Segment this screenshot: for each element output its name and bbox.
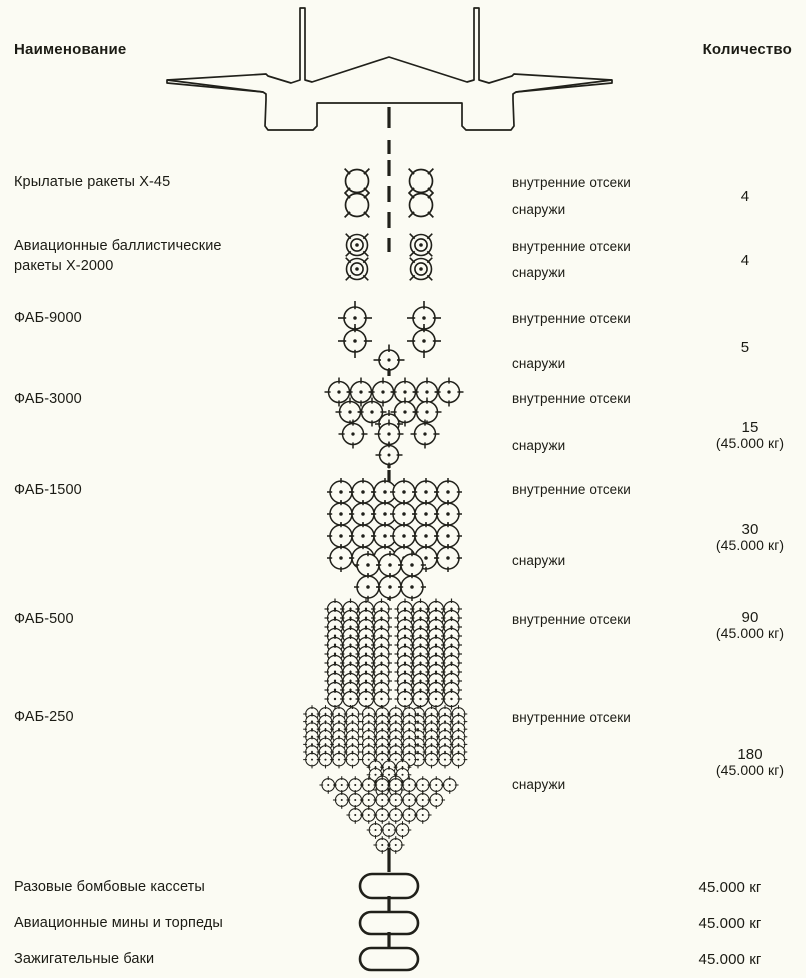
row-quantity-value-5: 90 <box>741 609 759 626</box>
row-label-1-line2: ракеты Х-2000 <box>14 258 114 274</box>
row-placement-2-0: внутренние отсеки <box>512 311 631 326</box>
row-placement-3-1: снаружи <box>512 438 566 453</box>
row-label-2: ФАБ-9000 <box>14 310 82 326</box>
row-quantity-sub-5: (45.000 кг) <box>715 625 785 641</box>
munitions-fab500 <box>324 598 462 710</box>
row-quantity-5: 90 (45.000 кг) <box>700 609 800 641</box>
row-quantity-value-4: 30 <box>741 521 759 538</box>
row-quantity-value-0: 4 <box>740 188 750 205</box>
row-quantity-sub-6: (45.000 кг) <box>715 762 785 778</box>
aircraft-silhouette <box>166 7 613 131</box>
row-quantity-2: 5 <box>700 339 790 356</box>
row-placement-3-0: внутренние отсеки <box>512 391 631 406</box>
row-quantity-value-8: 45.000 кг <box>698 915 762 932</box>
row-quantity-3: 15 (45.000 кг) <box>700 419 800 451</box>
row-label-7: Разовые бомбовые кассеты <box>14 879 205 895</box>
row-label-1: Авиационные баллистические <box>14 238 222 254</box>
row-label-0: Крылатые ракеты Х-45 <box>14 174 171 190</box>
row-placement-5-0: внутренние отсеки <box>512 612 631 627</box>
munitions-fab9000 <box>338 301 441 376</box>
row-label-8: Авиационные мины и торпеды <box>14 915 223 931</box>
row-label-4: ФАБ-1500 <box>14 482 82 498</box>
row-placement-0-1: снаружи <box>512 202 566 217</box>
row-placement-4-0: внутренние отсеки <box>512 482 631 497</box>
munition-symbols <box>303 168 468 854</box>
row-quantity-0: 4 <box>700 188 790 205</box>
row-quantity-value-3: 15 <box>741 419 759 436</box>
row-placement-4-1: снаружи <box>512 553 566 568</box>
row-quantity-9: 45.000 кг <box>660 951 800 968</box>
capsule-tank <box>358 946 420 972</box>
row-label-5: ФАБ-500 <box>14 611 74 627</box>
header-right: Количество <box>702 41 792 58</box>
row-quantity-sub-3: (45.000 кг) <box>715 435 785 451</box>
row-quantity-6: 180 (45.000 кг) <box>700 746 800 778</box>
row-quantity-7: 45.000 кг <box>660 879 800 896</box>
capsule-cassette <box>358 872 420 900</box>
row-placement-6-1: снаружи <box>512 777 566 792</box>
row-quantity-1: 4 <box>700 252 790 269</box>
munitions-fab1500 <box>327 478 462 601</box>
row-quantity-8: 45.000 кг <box>660 915 800 932</box>
munitions-fab250 <box>303 705 468 854</box>
row-quantity-value-7: 45.000 кг <box>698 879 762 896</box>
header-left: Наименование <box>14 41 127 58</box>
row-quantity-value-1: 4 <box>740 252 750 269</box>
munitions-x45 <box>344 168 434 218</box>
munitions-x2000 <box>345 233 433 281</box>
row-placement-0-0: внутренние отсеки <box>512 175 631 190</box>
row-placement-2-1: снаружи <box>512 356 566 371</box>
munitions-fab3000 <box>324 377 464 469</box>
row-quantity-sub-4: (45.000 кг) <box>715 537 785 553</box>
row-quantity-value-2: 5 <box>740 339 750 356</box>
row-placement-1-0: внутренние отсеки <box>512 239 631 254</box>
row-label-9: Зажигательные баки <box>14 951 155 967</box>
row-placement-1-1: снаружи <box>512 265 566 280</box>
row-placement-6-0: внутренние отсеки <box>512 710 631 725</box>
row-quantity-value-6: 180 <box>737 746 763 763</box>
row-label-3: ФАБ-3000 <box>14 391 82 407</box>
capsule-mine <box>358 910 420 936</box>
row-quantity-value-9: 45.000 кг <box>698 951 762 968</box>
row-label-6: ФАБ-250 <box>14 709 74 725</box>
row-quantity-4: 30 (45.000 кг) <box>700 521 800 553</box>
store-capsules <box>358 872 420 972</box>
